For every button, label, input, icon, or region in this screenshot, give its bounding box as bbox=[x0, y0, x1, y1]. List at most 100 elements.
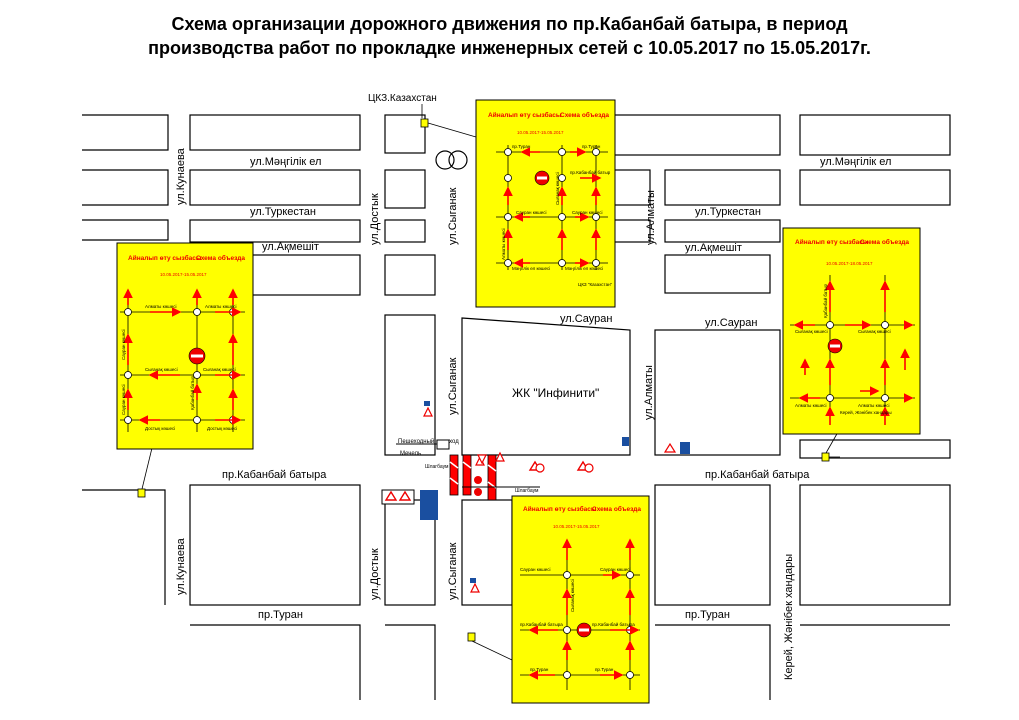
warning-signs-row bbox=[528, 460, 594, 473]
block bbox=[799, 169, 951, 206]
label-mengilik-left: ул.Мәңгілік ел bbox=[250, 156, 321, 168]
block bbox=[82, 489, 166, 605]
label-dostyk-top: ул.Достык bbox=[369, 193, 381, 245]
svg-text:Сауран көшесі: Сауран көшесі bbox=[121, 329, 126, 360]
svg-text:пр.Кабанбай батыра: пр.Кабанбай батыра bbox=[520, 621, 563, 627]
svg-text:Айналып өту сызбасы: Айналып өту сызбасы bbox=[523, 505, 597, 513]
detour-panel-bottom: Айналып өту сызбасы Схема объезда 10.05.… bbox=[511, 495, 650, 704]
map-title: Схема организации дорожного движения по … bbox=[0, 12, 1019, 60]
svg-text:Алматы көшесі: Алматы көшесі bbox=[858, 403, 890, 408]
label-syganak-bottom: ул.Сыганак bbox=[447, 542, 459, 600]
block bbox=[664, 219, 781, 243]
svg-text:Сығанақ көшесі: Сығанақ көшесі bbox=[795, 329, 828, 334]
svg-text:10.05.2017-15.05.2017: 10.05.2017-15.05.2017 bbox=[160, 272, 207, 277]
barrier-blocks bbox=[449, 454, 497, 501]
block bbox=[190, 624, 361, 700]
svg-text:Алматы көшесі: Алматы көшесі bbox=[795, 403, 827, 408]
block bbox=[189, 484, 361, 606]
label-turkestan-right: ул.Туркестан bbox=[695, 206, 761, 218]
block bbox=[655, 624, 771, 700]
label-dostyk-bottom: ул.Достык bbox=[369, 548, 381, 600]
svg-text:Керей, Жәнібек хандары: Керей, Жәнібек хандары bbox=[840, 409, 892, 415]
work-zone bbox=[396, 439, 594, 510]
label-syganak-top: ул.Сыганак bbox=[447, 187, 459, 245]
label-tskz: ЦКЗ.Казахстан bbox=[368, 93, 437, 104]
svg-text:Айналып өту сызбасы: Айналып өту сызбасы bbox=[128, 254, 202, 262]
street-labels: ЦКЗ.Казахстан ул.Мәңгілік ел ул.Мәңгілік… bbox=[175, 93, 891, 680]
label-turkestan-left: ул.Туркестан bbox=[250, 206, 316, 218]
svg-text:10.05.2017-15.05.2017: 10.05.2017-15.05.2017 bbox=[553, 524, 600, 529]
block-infiniti bbox=[461, 317, 631, 456]
label-turan-right: пр.Туран bbox=[685, 609, 730, 621]
svg-text:Сығанақ көшесі: Сығанақ көшесі bbox=[203, 367, 236, 372]
block bbox=[82, 219, 169, 241]
label-akmeshit-left: ул.Ақмешіт bbox=[262, 241, 319, 253]
label-fence: Мечель bbox=[400, 451, 421, 457]
label-crossing: Пешеходный переход bbox=[398, 438, 459, 445]
block bbox=[189, 219, 361, 243]
detour-panel-right: Айналып өту сызбасы Схема объезда 10.05.… bbox=[782, 227, 921, 435]
label-kerey: Керей, Жәнібек хандары bbox=[783, 554, 795, 680]
label-syganak-mid: ул.Сыганак bbox=[447, 357, 459, 415]
label-almaty-top: ул.Алматы bbox=[645, 190, 657, 245]
svg-text:Сауран көшесі: Сауран көшесі bbox=[516, 210, 547, 215]
block bbox=[654, 329, 781, 456]
roundabout bbox=[435, 150, 468, 170]
svg-text:Сығанақ көшесі: Сығанақ көшесі bbox=[555, 172, 560, 205]
block bbox=[799, 114, 951, 156]
block bbox=[189, 114, 361, 151]
label-kunaeva-top: ул.Кунаева bbox=[175, 147, 187, 205]
block bbox=[189, 169, 361, 206]
small-sign bbox=[680, 442, 690, 454]
block bbox=[654, 484, 771, 606]
label-barrier-2: Шлагбаум bbox=[515, 488, 539, 494]
detour-panel-top: Айналып өту сызбасы Схема объезда 10.05.… bbox=[475, 99, 616, 308]
title-line-1: Схема организации дорожного движения по … bbox=[171, 14, 848, 34]
label-infiniti: ЖК "Инфинити" bbox=[512, 386, 599, 400]
block bbox=[384, 114, 426, 154]
small-sign bbox=[622, 437, 629, 446]
label-sauran-mid: ул.Сауран bbox=[560, 313, 612, 325]
svg-text:Мәңгілік ел көшесі: Мәңгілік ел көшесі bbox=[512, 266, 550, 271]
callout-markers bbox=[137, 104, 840, 661]
city-blocks bbox=[82, 114, 951, 700]
svg-text:Сауран көшесі: Сауран көшесі bbox=[572, 210, 603, 215]
block bbox=[664, 254, 771, 294]
label-kabanbay-left: пр.Кабанбай батыра bbox=[222, 469, 327, 481]
block bbox=[384, 254, 436, 296]
label-kabanbay-right: пр.Кабанбай батыра bbox=[705, 469, 810, 481]
block bbox=[799, 439, 951, 459]
svg-text:Айналып өту сызбасы: Айналып өту сызбасы bbox=[795, 238, 869, 246]
detour-panel-left: Айналып өту сызбасы Схема объезда 10.05.… bbox=[116, 242, 254, 450]
block bbox=[384, 219, 426, 243]
svg-text:Алматы көшесі: Алматы көшесі bbox=[145, 304, 177, 309]
svg-text:Схема объезда: Схема объезда bbox=[860, 238, 909, 246]
block bbox=[82, 114, 169, 151]
svg-text:Достық көшесі: Достық көшесі bbox=[145, 426, 175, 431]
label-turan-left: пр.Туран bbox=[258, 609, 303, 621]
svg-text:Сауран көшесі: Сауран көшесі bbox=[600, 567, 631, 572]
svg-text:пр.Туран: пр.Туран bbox=[595, 667, 614, 672]
title-line-2: производства работ по прокладке инженерн… bbox=[148, 38, 871, 58]
panel-dates-alt: 10.05.2017-18.05.2017 bbox=[826, 261, 873, 266]
svg-text:пр.Туран: пр.Туран bbox=[530, 667, 549, 672]
svg-text:Схема объезда: Схема объезда bbox=[592, 505, 641, 513]
svg-text:Қабанбай батыр: Қабанбай батыр bbox=[822, 284, 828, 319]
panel-tskz-small: ЦКЗ "Казахстан" bbox=[578, 282, 613, 287]
svg-text:пр.Туран: пр.Туран bbox=[512, 144, 531, 149]
svg-text:Сауран көшесі: Сауран көшесі bbox=[520, 567, 551, 572]
block bbox=[384, 169, 426, 209]
svg-text:Достық көшесі: Достық көшесі bbox=[207, 426, 237, 431]
panel-kz-title: Айналып өту сызбасы bbox=[488, 111, 562, 119]
block bbox=[664, 169, 781, 206]
svg-text:пр.Кабанбай батыра: пр.Кабанбай батыра bbox=[592, 621, 635, 627]
svg-text:Сығанақ көшесі: Сығанақ көшесі bbox=[858, 329, 891, 334]
svg-text:Алматы көшесі: Алматы көшесі bbox=[501, 228, 506, 260]
svg-text:Мәңгілік ел көшесі: Мәңгілік ел көшесі bbox=[565, 266, 603, 271]
direction-sign bbox=[420, 490, 438, 520]
label-akmeshit-right: ул.Ақмешіт bbox=[685, 242, 742, 254]
work-signs bbox=[474, 451, 505, 496]
label-mengilik-right: ул.Мәңгілік ел bbox=[820, 156, 891, 168]
